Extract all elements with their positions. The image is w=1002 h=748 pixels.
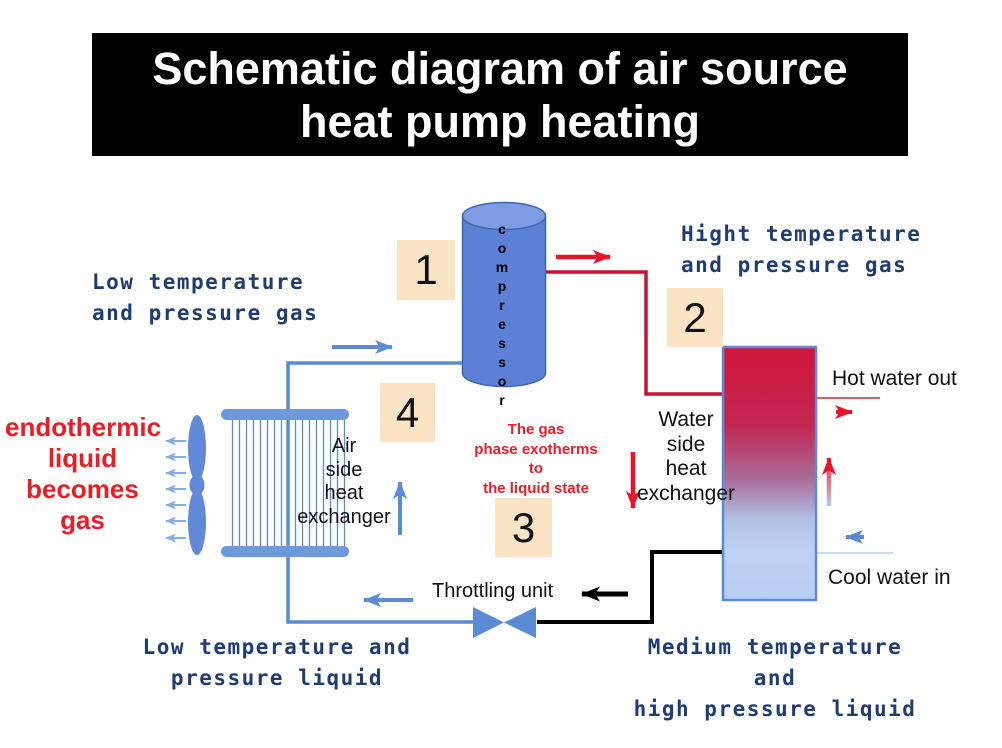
label-medium-temp-liquid: Medium temperature and high pressure liq…	[633, 635, 917, 721]
label-low-temp-gas: Low temperature and pressure gas	[92, 270, 319, 325]
refrigerant-pipe-high-pressure	[522, 270, 722, 396]
refrigerant-pipe-condensed	[537, 550, 722, 624]
compressor-icon	[461, 201, 547, 388]
label-water-heat-exchanger: Water side heat exchanger	[636, 408, 736, 505]
label-high-temp-gas: Hight temperature and pressure gas	[681, 222, 922, 277]
fan-icon	[188, 415, 206, 555]
step-marker-2: 2	[667, 288, 723, 347]
air-heat-exchanger-icon	[221, 409, 349, 557]
step-marker-1: 1	[397, 240, 455, 300]
label-cool-water-in: Cool water in	[828, 566, 951, 589]
step-marker-3: 3	[495, 498, 552, 557]
throttling-valve-icon	[473, 607, 536, 638]
label-throttling-unit: Throttling unit	[432, 580, 554, 602]
title-banner: Schematic diagram of air source heat pum…	[92, 33, 908, 156]
step-marker-4: 4	[380, 383, 435, 442]
compressor-label: compressor	[494, 221, 510, 411]
label-air-heat-exchanger: Air side heat exchanger	[297, 435, 391, 528]
airflow-arrows	[165, 436, 186, 543]
water-heat-exchanger-icon	[721, 345, 818, 602]
label-low-temp-liquid: Low temperature and pressure liquid	[142, 635, 412, 690]
label-hot-water-out: Hot water out	[832, 367, 957, 390]
note-condensation: The gas phase exotherms to the liquid st…	[474, 421, 598, 497]
note-evaporation: endothermic liquid becomes gas	[5, 412, 162, 535]
